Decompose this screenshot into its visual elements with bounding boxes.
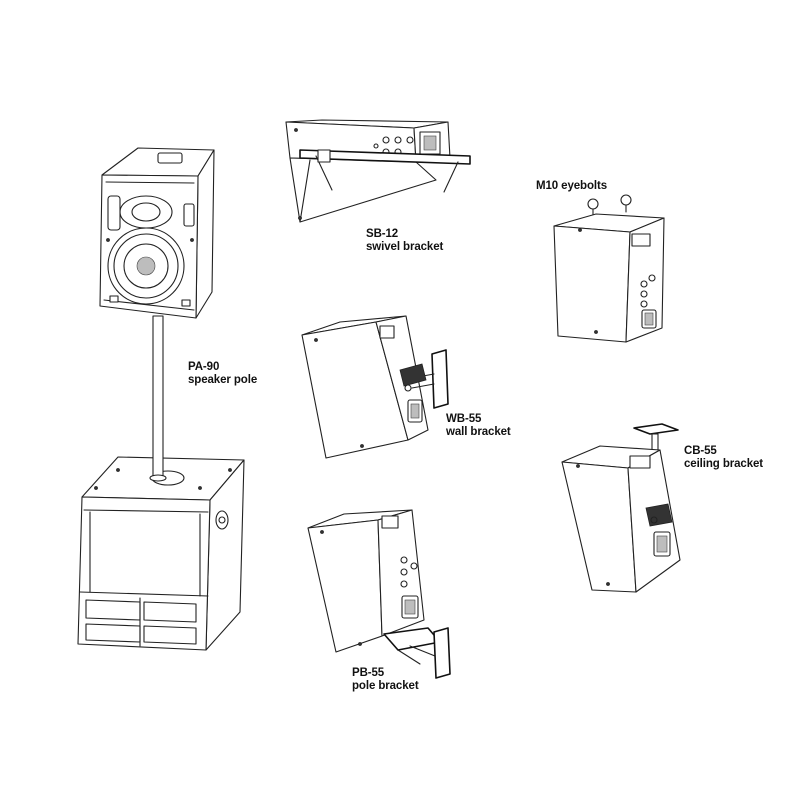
label-m10-eyebolts: M10 eyebolts bbox=[536, 180, 607, 193]
sb-12-desc-text: swivel bracket bbox=[366, 241, 444, 253]
cb-55-desc-text: ceiling bracket bbox=[684, 458, 764, 470]
pb-55-desc-text: pole bracket bbox=[352, 680, 419, 692]
wb-55-desc-text: wall bracket bbox=[446, 426, 511, 438]
subwoofer-illustration bbox=[77, 456, 245, 651]
pb-55-model-text: PB-55 bbox=[352, 667, 385, 679]
cb-55-model-text: CB-55 bbox=[684, 445, 717, 457]
pa-90-model-text: PA-90 bbox=[188, 361, 220, 373]
label-pb-55: PB-55 pole bracket bbox=[352, 667, 419, 693]
sb-12-model-text: SB-12 bbox=[366, 228, 399, 240]
wall-bracket-illustration bbox=[301, 315, 449, 459]
speaker-on-pole-illustration bbox=[99, 147, 215, 319]
wb-55-model-text: WB-55 bbox=[446, 413, 482, 425]
pole-bracket-illustration bbox=[307, 509, 451, 679]
label-sb-12: SB-12 swivel bracket bbox=[366, 228, 443, 254]
label-pa-90: PA-90 speaker pole bbox=[188, 361, 257, 387]
eyebolts-speaker-illustration bbox=[553, 194, 665, 343]
swivel-bracket-illustration bbox=[285, 119, 471, 223]
pa-90-desc-text: speaker pole bbox=[188, 374, 258, 386]
m10-eyebolts-text: M10 eyebolts bbox=[536, 180, 608, 192]
ceiling-bracket-illustration bbox=[561, 423, 681, 593]
speaker-pole-illustration bbox=[149, 315, 167, 482]
label-wb-55: WB-55 wall bracket bbox=[446, 413, 511, 439]
label-cb-55: CB-55 ceiling bracket bbox=[684, 445, 763, 471]
